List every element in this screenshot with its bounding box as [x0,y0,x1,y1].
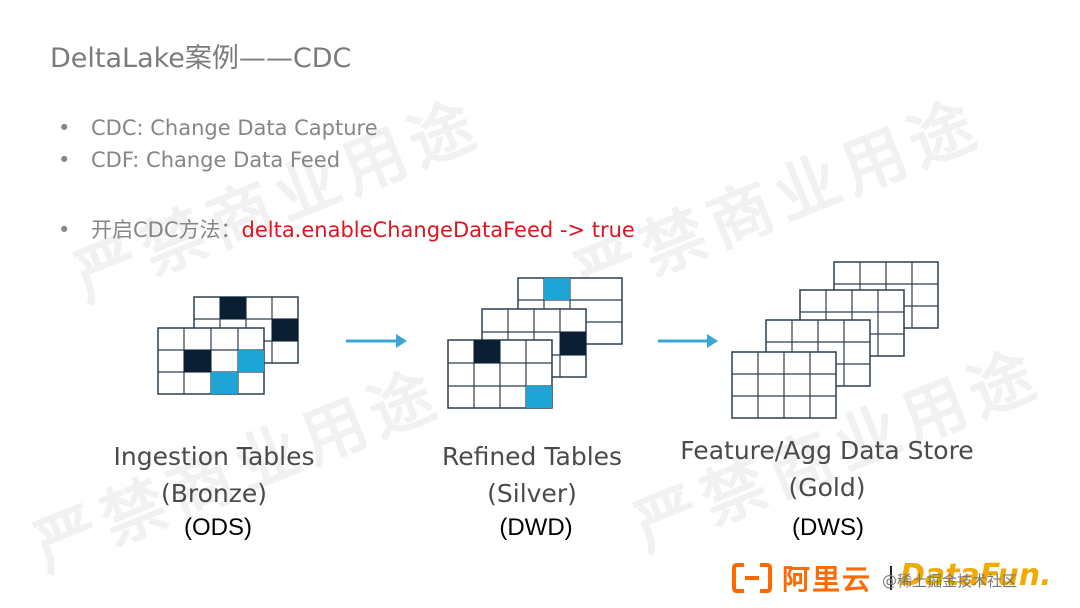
stage-caption-bronze: Ingestion Tables (Bronze) [104,438,324,512]
bullet-item-cdc: • CDC: Change Data Capture [58,116,378,140]
layer-label-dwd: (DWD) [499,514,573,541]
bullet-marker: • [58,218,71,242]
bullet-prefix: 开启CDC方法： [91,218,242,242]
caption-title: Feature/Agg Data Store [680,436,974,465]
caption-title: Ingestion Tables [113,442,315,471]
bullet-marker: • [58,148,71,172]
layer-label-dws: (DWS) [792,514,864,541]
aliyun-logo: 阿里云 [782,563,873,596]
bullet-marker: • [58,116,71,140]
diagram-graphics [157,261,939,419]
layer-label-ods: (ODS) [184,514,252,541]
caption-title: Refined Tables [441,442,623,471]
footer-logos: 阿里云 DataFun. @稀土掘金技术社区 [732,558,1062,598]
silver-tables [447,277,623,409]
bullet-text: CDF: Change Data Feed [91,148,341,172]
table-grid-icon [157,327,265,395]
config-code: delta.enableChangeDataFeed -> true [241,218,635,242]
right-arrow-icon [346,334,407,348]
bronze-tables [157,296,299,395]
caption-tier: (Bronze) [160,479,268,508]
slide-title: DeltaLake案例——CDC [50,43,352,74]
right-arrow-icon [658,334,718,348]
datafun-logo: DataFun. [900,558,1052,593]
stage-caption-gold: Feature/Agg Data Store (Gold) [674,432,980,506]
stage-caption-silver: Refined Tables (Silver) [422,438,642,512]
medallion-diagram: Ingestion Tables (Bronze) Refined Tables… [0,250,1080,550]
aliyun-bracket-icon [732,563,772,593]
bullet-item-cdf: • CDF: Change Data Feed [58,148,340,172]
logo-divider [890,566,892,590]
bullet-item-enable-cdc: • 开启CDC方法：delta.enableChangeDataFeed -> t… [58,214,635,244]
gold-tables [731,261,939,419]
caption-tier: (Gold) [788,473,866,502]
table-grid-icon [731,351,837,419]
caption-tier: (Silver) [487,479,577,508]
bullet-text: CDC: Change Data Capture [91,116,378,140]
table-grid-icon [447,339,553,409]
credit-watermark: @稀土掘金技术社区 [882,572,1018,590]
